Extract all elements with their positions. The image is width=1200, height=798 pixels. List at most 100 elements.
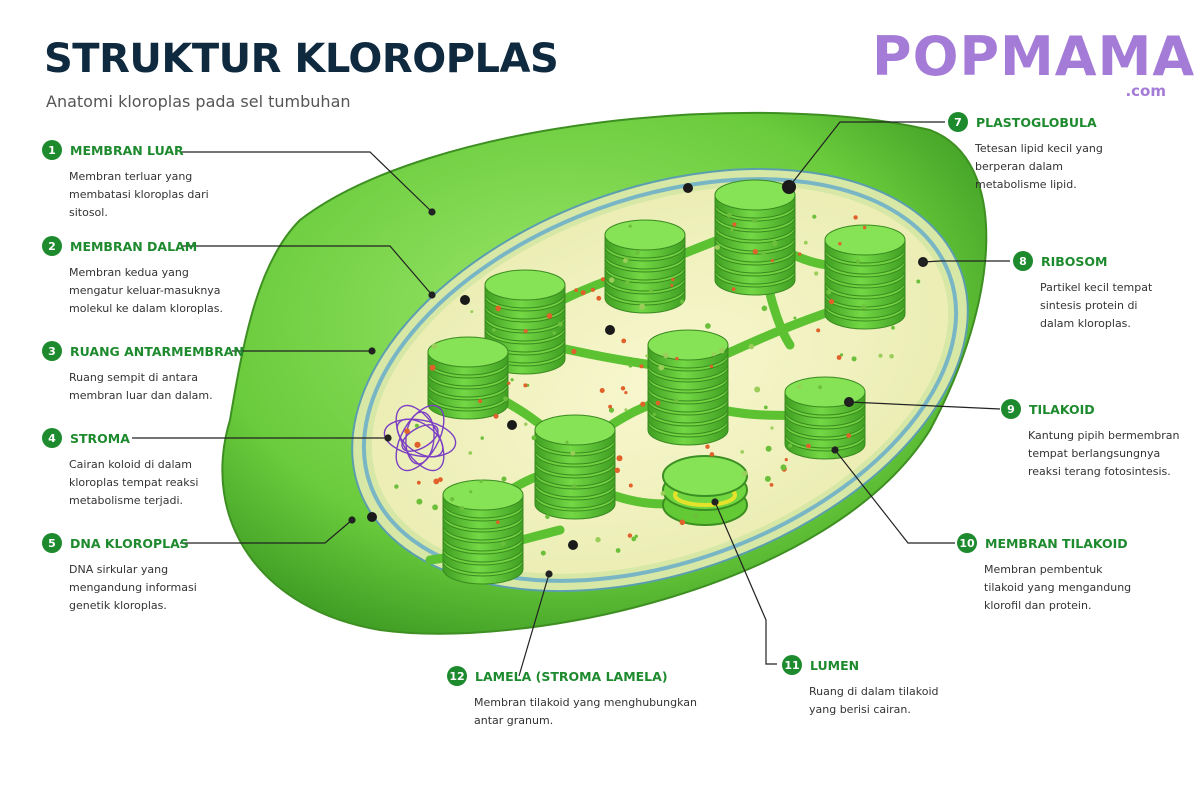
ribosome-dot bbox=[628, 224, 632, 228]
label-number: 2 bbox=[42, 236, 62, 256]
ribosome-dot bbox=[470, 310, 474, 314]
ribosome-dot bbox=[431, 343, 438, 349]
ribosome-dot bbox=[429, 364, 436, 371]
ribosome-dot bbox=[851, 356, 857, 362]
ribosome-dot bbox=[763, 405, 768, 410]
plastoglobule bbox=[683, 183, 693, 193]
ribosome-dot bbox=[590, 287, 595, 292]
ribosome-dot bbox=[416, 480, 421, 485]
thylakoid-disc bbox=[427, 336, 509, 368]
thylakoid-disc bbox=[534, 414, 616, 446]
ribosome-dot bbox=[828, 299, 835, 305]
ribosome-dot bbox=[492, 328, 496, 332]
ribosome-dot bbox=[614, 467, 620, 473]
ribosome-dot bbox=[680, 299, 685, 304]
plastoglobule bbox=[460, 295, 470, 305]
ribosome-dot bbox=[709, 452, 715, 457]
ribosomes-and-particles bbox=[367, 180, 928, 556]
ribosome-dot bbox=[836, 355, 842, 360]
ribosome-dot bbox=[812, 214, 817, 219]
label-name: MEMBRAN LUAR bbox=[70, 142, 184, 158]
ribosome-dot bbox=[673, 398, 679, 404]
label-name: PLASTOGLOBULA bbox=[976, 114, 1097, 130]
ribosome-dot bbox=[608, 404, 612, 409]
label-number: 5 bbox=[42, 533, 62, 553]
ribosome-dot bbox=[480, 436, 484, 440]
ribosome-dot bbox=[788, 443, 793, 448]
ribosome-dot bbox=[889, 354, 894, 359]
ribosome-dot bbox=[639, 303, 646, 310]
label-lamela: 12 LAMELA (STROMA LAMELA) Membran tilakoi… bbox=[447, 666, 747, 730]
plastoglobule bbox=[367, 512, 377, 522]
ribosome-dot bbox=[771, 240, 778, 247]
label-number: 8 bbox=[1013, 251, 1033, 271]
ribosome-dot bbox=[469, 490, 473, 494]
ribosome-dot bbox=[450, 497, 455, 502]
ribosome-dot bbox=[652, 412, 656, 416]
ribosome-dot bbox=[731, 287, 736, 292]
ribosome-dot bbox=[468, 451, 473, 455]
ribosome-dot bbox=[596, 295, 602, 301]
ribosome-dot bbox=[752, 218, 757, 223]
ribosome-dot bbox=[793, 316, 797, 320]
plastoglobule bbox=[605, 325, 615, 335]
ribosome-dot bbox=[740, 450, 744, 454]
ribosome-dot bbox=[838, 242, 842, 246]
ribosome-dot bbox=[609, 277, 615, 283]
ribosome-dot bbox=[628, 363, 633, 368]
ribosome-dot bbox=[574, 288, 579, 293]
ribosome-dot bbox=[478, 399, 483, 404]
ribosome-dot bbox=[639, 364, 644, 369]
ribosome-dot bbox=[660, 491, 666, 496]
ribosome-dot bbox=[438, 477, 443, 482]
ribosome-dot bbox=[608, 407, 615, 413]
ribosome-dot bbox=[853, 215, 858, 220]
label-number: 9 bbox=[1001, 399, 1021, 419]
ribosome-dot bbox=[770, 426, 774, 430]
ribosome-dot bbox=[748, 343, 755, 350]
plastoglobule bbox=[568, 540, 578, 550]
label-name: STROMA bbox=[70, 430, 130, 446]
thylakoid-disc bbox=[824, 224, 906, 256]
label-number: 3 bbox=[42, 341, 62, 361]
ribosome-dot bbox=[862, 225, 867, 230]
ribosome-dot bbox=[670, 284, 674, 287]
ribosome-dot bbox=[510, 378, 514, 382]
ribosome-dot bbox=[479, 479, 483, 483]
page-title: STRUKTUR KLOROPLAS bbox=[44, 36, 559, 82]
label-name: LAMELA (STROMA LAMELA) bbox=[475, 668, 668, 684]
ribosome-dot bbox=[675, 356, 679, 361]
ribosome-dot bbox=[714, 244, 721, 250]
label-number: 10 bbox=[957, 533, 977, 553]
label-number: 12 bbox=[447, 666, 467, 686]
label-name: MEMBRAN DALAM bbox=[70, 238, 198, 254]
ribosome-dot bbox=[769, 483, 774, 487]
ribosome-dot bbox=[671, 277, 675, 282]
label-name: MEMBRAN TILAKOID bbox=[985, 535, 1128, 551]
ribosome-dot bbox=[658, 364, 665, 371]
leader-lines bbox=[132, 121, 1010, 677]
ribosome-dot bbox=[726, 212, 732, 218]
ribosome-dot bbox=[692, 513, 698, 519]
ribosome-dot bbox=[916, 279, 921, 284]
granum-stack bbox=[784, 376, 866, 460]
ribosome-dot bbox=[764, 475, 771, 482]
ribosome-dot bbox=[730, 228, 734, 232]
plastoglobule bbox=[507, 420, 517, 430]
ribosome-dot bbox=[565, 440, 569, 444]
ribosome-dot bbox=[770, 259, 774, 263]
ribosome-dot bbox=[816, 328, 821, 333]
ribosome-dot bbox=[628, 483, 633, 488]
ribosome-dot bbox=[732, 222, 737, 227]
